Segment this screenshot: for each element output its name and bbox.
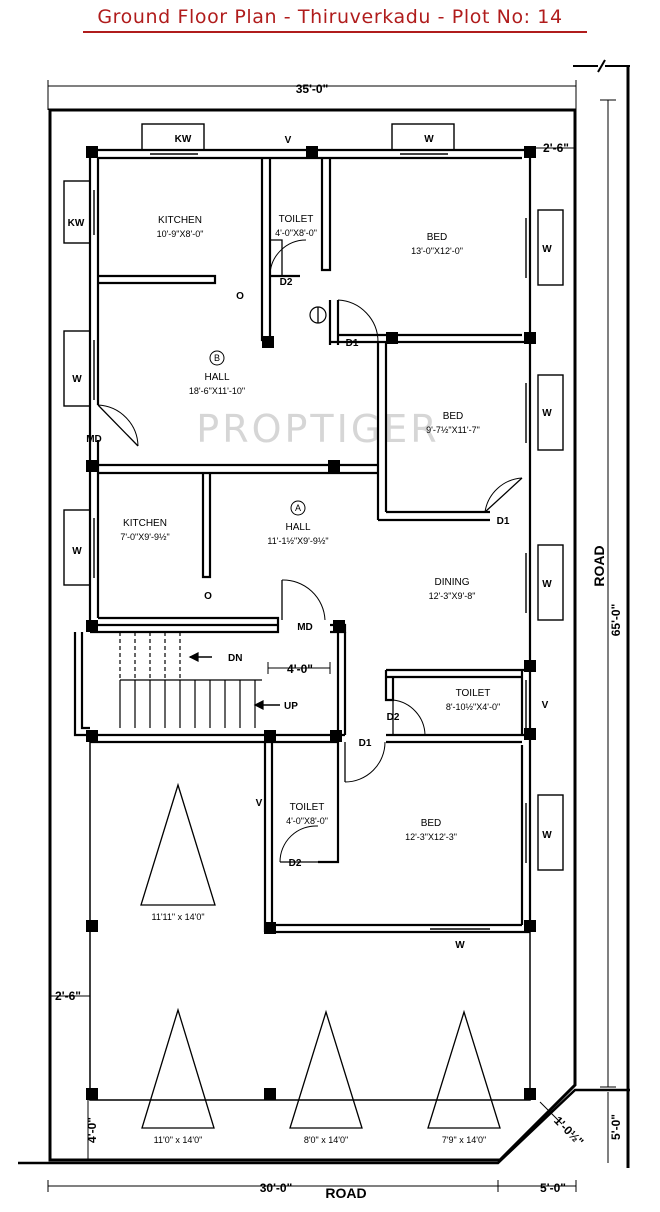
room-bed-top-name: BED: [427, 232, 448, 243]
dim-depth: 65'-0": [609, 604, 623, 637]
room-bed-low-size: 12'-3"X12'-3": [405, 832, 457, 842]
dim-bottom-width: 30'-0": [260, 1181, 293, 1195]
columns: [86, 146, 536, 1100]
label-w-bottom: W: [455, 940, 465, 951]
room-hall-a-name: HALL: [285, 522, 310, 533]
label-w-right-dining: W: [542, 579, 552, 590]
label-d2-toilet-top: D2: [280, 277, 293, 288]
room-toilet-right-size: 8'-10½"X4'-0": [446, 702, 500, 712]
room-kitchen-b-size: 10'-9"X8'-0": [157, 229, 204, 239]
room-toilet-low-size: 4'-0"X8'-0": [286, 816, 328, 826]
label-w-left-hall: W: [72, 374, 82, 385]
room-toilet-top-size: 4'-0"X8'-0": [275, 228, 317, 238]
room-toilet-top-name: TOILET: [279, 214, 314, 225]
parking-bay-2: 8'0" x 14'0": [304, 1135, 348, 1145]
label-d1-bed-mid: D1: [497, 516, 510, 527]
dim-corner-bottom: 5'-0": [540, 1181, 566, 1195]
parking-outline: [89, 742, 531, 1101]
dim-top-width: 35'-0": [296, 82, 329, 96]
room-toilet-right-name: TOILET: [456, 688, 491, 699]
dim-front-setback: 4'-0": [85, 1117, 99, 1143]
room-bed-top-size: 13'-0"X12'-0": [411, 246, 463, 256]
label-w-right-bed: W: [542, 244, 552, 255]
dim-corner-side: 5'-0": [609, 1114, 623, 1140]
label-v-lower: V: [256, 798, 263, 809]
staircase: [119, 632, 280, 728]
page-title: Ground Floor Plan - Thiruverkadu - Plot …: [97, 6, 563, 28]
label-d1-bed-low: D1: [359, 738, 372, 749]
label-md-hall-a: MD: [297, 622, 313, 633]
room-hall-b-size: 18'-6"X11'-10": [189, 386, 245, 396]
label-stairs-up: UP: [284, 701, 298, 712]
hall-a-marker: A: [295, 503, 301, 513]
label-w-right-bedlow: W: [542, 830, 552, 841]
label-md-hall-b: MD: [86, 434, 102, 445]
label-v-right: V: [542, 700, 549, 711]
room-bed-low-name: BED: [421, 818, 442, 829]
hall-a-marker-circle: [290, 500, 306, 516]
dim-right-setback: 2'-6": [543, 141, 569, 155]
label-w-left-kitchen: W: [72, 546, 82, 557]
room-kitchen-b-name: KITCHEN: [158, 215, 202, 226]
dim-corner-chamfer: 1'-0½": [551, 1114, 586, 1149]
label-d2-toilet-low: D2: [289, 858, 302, 869]
parking-bay-left-top: 11'11" x 14'0": [151, 912, 204, 922]
parking-bay-3: 7'9" x 14'0": [442, 1135, 486, 1145]
plot-boundary: [18, 59, 630, 1168]
title-underline: [83, 31, 587, 33]
label-o-hall-b: O: [236, 291, 244, 302]
room-bed-mid-name: BED: [443, 411, 464, 422]
room-kitchen-a-name: KITCHEN: [123, 518, 167, 529]
label-d2-toilet-right: D2: [387, 712, 400, 723]
label-d1-bed-top: D1: [346, 338, 359, 349]
parking-bays: [140, 782, 501, 1129]
room-kitchen-a-size: 7'-0"X9'-9½": [120, 532, 169, 542]
dim-left-setback: 2'-6": [55, 989, 81, 1003]
parking-bay-1: 11'0" x 14'0": [154, 1135, 203, 1145]
label-w-top: W: [424, 134, 434, 145]
windows: [63, 123, 564, 933]
hall-b-marker: B: [214, 353, 220, 363]
room-hall-b-name: HALL: [204, 372, 229, 383]
watermark: PROPTIGER: [196, 407, 439, 451]
label-o-hall-a: O: [204, 591, 212, 602]
dim-stair-width: 4'-0": [287, 662, 313, 676]
label-v-top: V: [285, 135, 292, 146]
doors: [97, 239, 523, 863]
label-kw-left: KW: [68, 218, 85, 229]
room-dining-size: 12'-3"X9'-8": [429, 591, 476, 601]
label-stairs-down: DN: [228, 653, 242, 664]
dimension-lines: [47, 80, 616, 1192]
room-bed-mid-size: 9'-7½"X11'-7": [426, 425, 480, 435]
road-label-east: ROAD: [591, 545, 607, 586]
road-label-south: ROAD: [325, 1185, 366, 1201]
room-dining-name: DINING: [435, 577, 470, 588]
room-toilet-low-name: TOILET: [290, 802, 325, 813]
hall-b-marker-circle: [209, 350, 225, 366]
room-hall-a-size: 11'-1½"X9'-9½": [267, 536, 328, 546]
label-w-right-bedmid: W: [542, 408, 552, 419]
label-kw-top: KW: [175, 134, 192, 145]
